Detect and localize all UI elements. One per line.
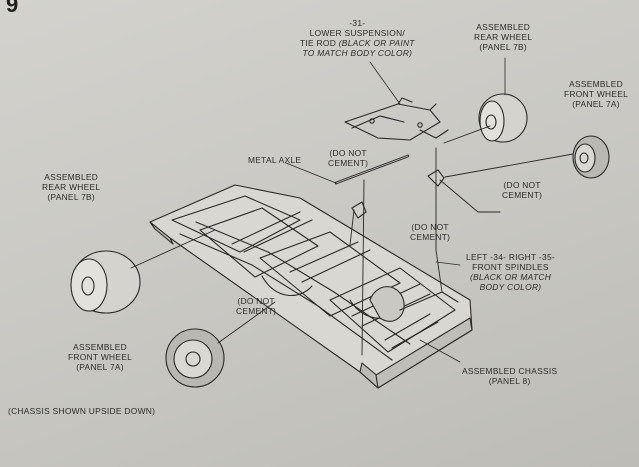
label-line: (PANEL 7B) <box>479 42 528 52</box>
rear-wheel-top-label: ASSEMBLED REAR WHEEL (PANEL 7B) <box>474 22 532 52</box>
label-line: ASSEMBLED <box>73 342 127 352</box>
assembled-chassis-label: ASSEMBLED CHASSIS (PANEL 8) <box>462 366 557 386</box>
front-wheel-left <box>165 328 225 388</box>
front-spindles-label: LEFT -34- RIGHT -35- FRONT SPINDLES (BLA… <box>466 252 555 292</box>
label-line: ASSEMBLED <box>476 22 531 32</box>
label-line: (PANEL 7A) <box>572 99 620 109</box>
step-number: 9 <box>6 0 19 17</box>
rear-wheel-left <box>70 250 141 314</box>
label-line: ASSEMBLED <box>569 79 623 89</box>
do-not-cement-spindle-label: (DO NOT CEMENT) <box>410 222 450 242</box>
label-line: (DO NOT <box>503 180 541 190</box>
label-line: (DO NOT <box>411 222 449 232</box>
do-not-cement-axle-label: (DO NOT CEMENT) <box>328 148 368 168</box>
label-line: ASSEMBLED <box>44 172 99 182</box>
lower-suspension-label: -31- LOWER SUSPENSION/ TIE ROD (BLACK OR… <box>300 18 415 58</box>
label-line: LEFT -34- RIGHT -35- <box>466 252 555 262</box>
label-line: FRONT WHEEL <box>564 89 629 99</box>
label-line: (PANEL 8) <box>488 376 531 386</box>
label-line: CEMENT) <box>236 306 277 316</box>
label-line: REAR WHEEL <box>42 182 101 192</box>
front-wheel-right <box>572 135 610 179</box>
label-line: CEMENT) <box>410 232 451 242</box>
label-line: ASSEMBLED CHASSIS <box>462 366 558 376</box>
label-note: BODY COLOR) <box>479 282 542 292</box>
label-text: TIE ROD <box>300 38 337 48</box>
label-line: (PANEL 7B) <box>47 192 96 202</box>
metal-axle-part <box>334 154 410 185</box>
label-line: FRONT WHEEL <box>68 352 133 362</box>
rear-wheel-top <box>478 93 528 143</box>
label-line: (DO NOT <box>329 148 367 158</box>
label-line: (DO NOT <box>237 296 275 306</box>
metal-axle-label: METAL AXLE <box>248 155 302 165</box>
chassis-part <box>149 184 473 389</box>
lower-suspension-part <box>344 97 449 141</box>
footnote: (CHASSIS SHOWN UPSIDE DOWN) <box>8 406 156 416</box>
do-not-cement-bottom-label: (DO NOT CEMENT) <box>236 296 276 316</box>
front-wheel-right-label: ASSEMBLED FRONT WHEEL (PANEL 7A) <box>564 79 628 109</box>
front-spindle-part <box>351 169 445 219</box>
rear-wheel-left-label: ASSEMBLED REAR WHEEL (PANEL 7B) <box>42 172 100 202</box>
assembly-lines <box>130 125 574 356</box>
label-note: (BLACK OR PAINT <box>338 38 415 48</box>
label-line: FRONT SPINDLES <box>472 262 549 272</box>
leader-lines <box>285 57 506 363</box>
label-line: (PANEL 7A) <box>76 362 124 372</box>
label-line: CEMENT) <box>502 190 543 200</box>
label-line: REAR WHEEL <box>474 32 533 42</box>
label-line: LOWER SUSPENSION/ <box>309 28 406 38</box>
label-note: TO MATCH BODY COLOR) <box>302 48 413 58</box>
label-line: CEMENT) <box>328 158 369 168</box>
label-line: TIE ROD (BLACK OR PAINT <box>300 38 415 48</box>
do-not-cement-wheel-label: (DO NOT CEMENT) <box>502 180 542 200</box>
label-note: (BLACK OR MATCH <box>469 272 552 282</box>
part-number: -31- <box>349 18 366 28</box>
front-wheel-left-label: ASSEMBLED FRONT WHEEL (PANEL 7A) <box>68 342 132 372</box>
